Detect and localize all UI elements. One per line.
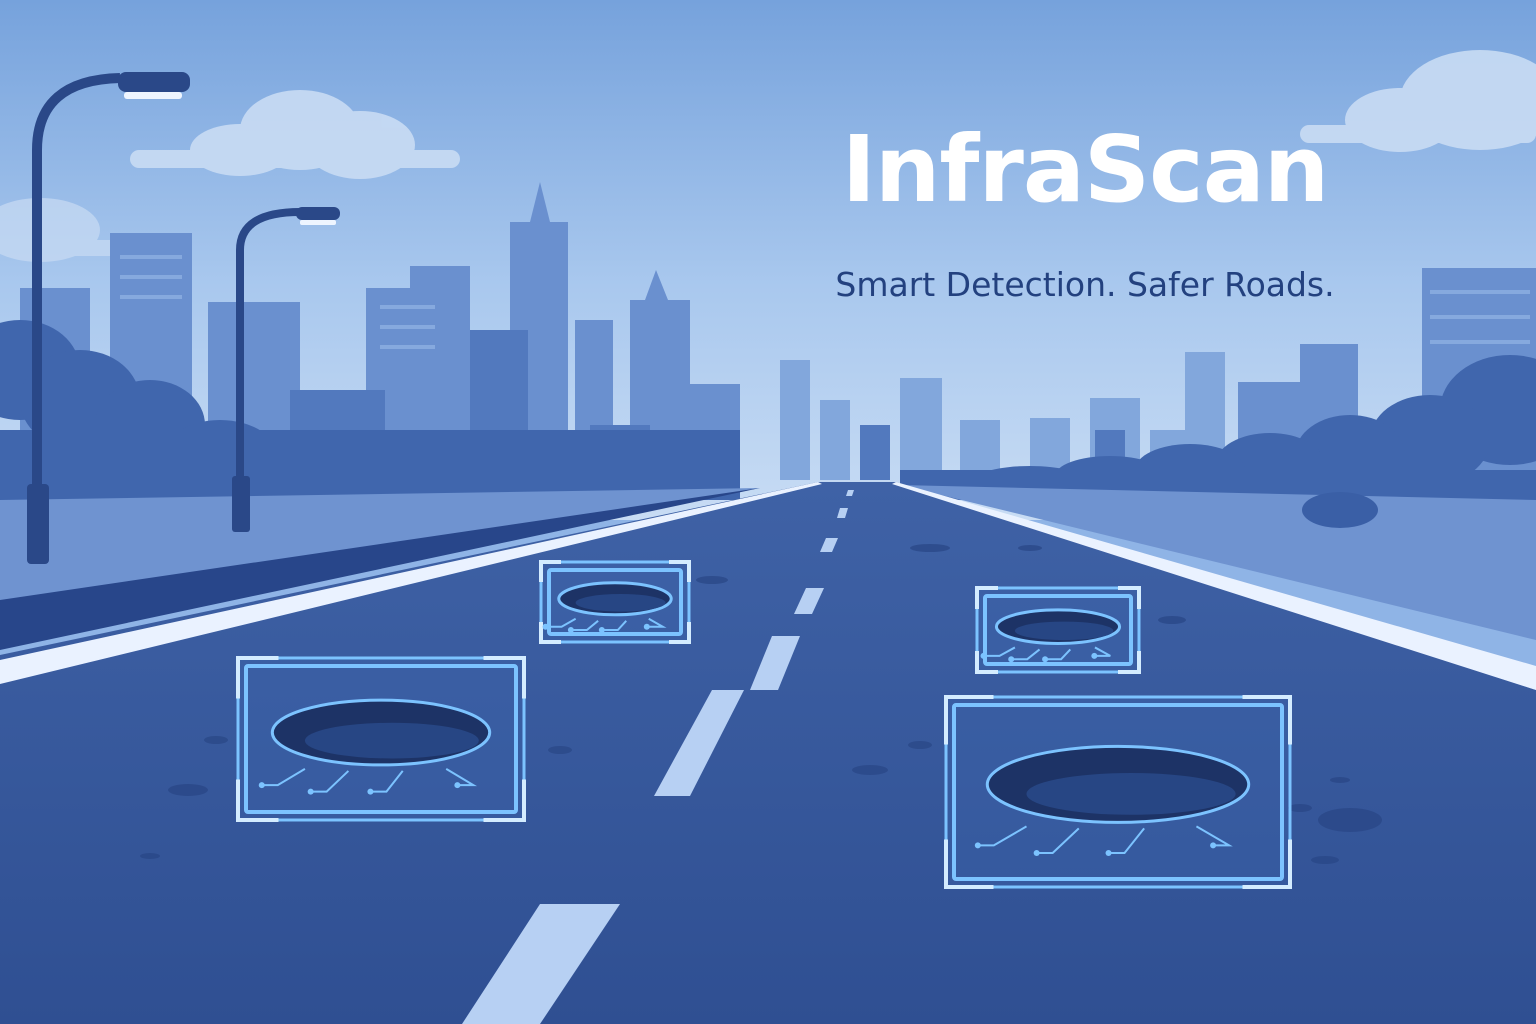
curb-left — [0, 488, 760, 650]
cloud-icon — [130, 90, 460, 179]
detection-box-icon — [539, 560, 691, 644]
detection-box-icon — [944, 695, 1292, 889]
street-lamp-icon — [27, 72, 190, 564]
brand-title: InfraScan — [841, 116, 1330, 223]
detection-box-icon — [236, 656, 526, 822]
brand-tagline: Smart Detection. Safer Roads. — [835, 265, 1335, 304]
window-stripes — [120, 255, 1530, 349]
cloud-icon — [1300, 50, 1536, 152]
road-edge-left — [0, 482, 822, 684]
bush-right — [1302, 492, 1378, 528]
road-spots — [140, 544, 1382, 864]
street-lamp-icon — [232, 207, 340, 532]
detection-box-icon — [975, 586, 1141, 674]
road-edge-right — [892, 482, 1536, 690]
lane-markings — [462, 490, 854, 1024]
ground-right — [900, 485, 1536, 640]
